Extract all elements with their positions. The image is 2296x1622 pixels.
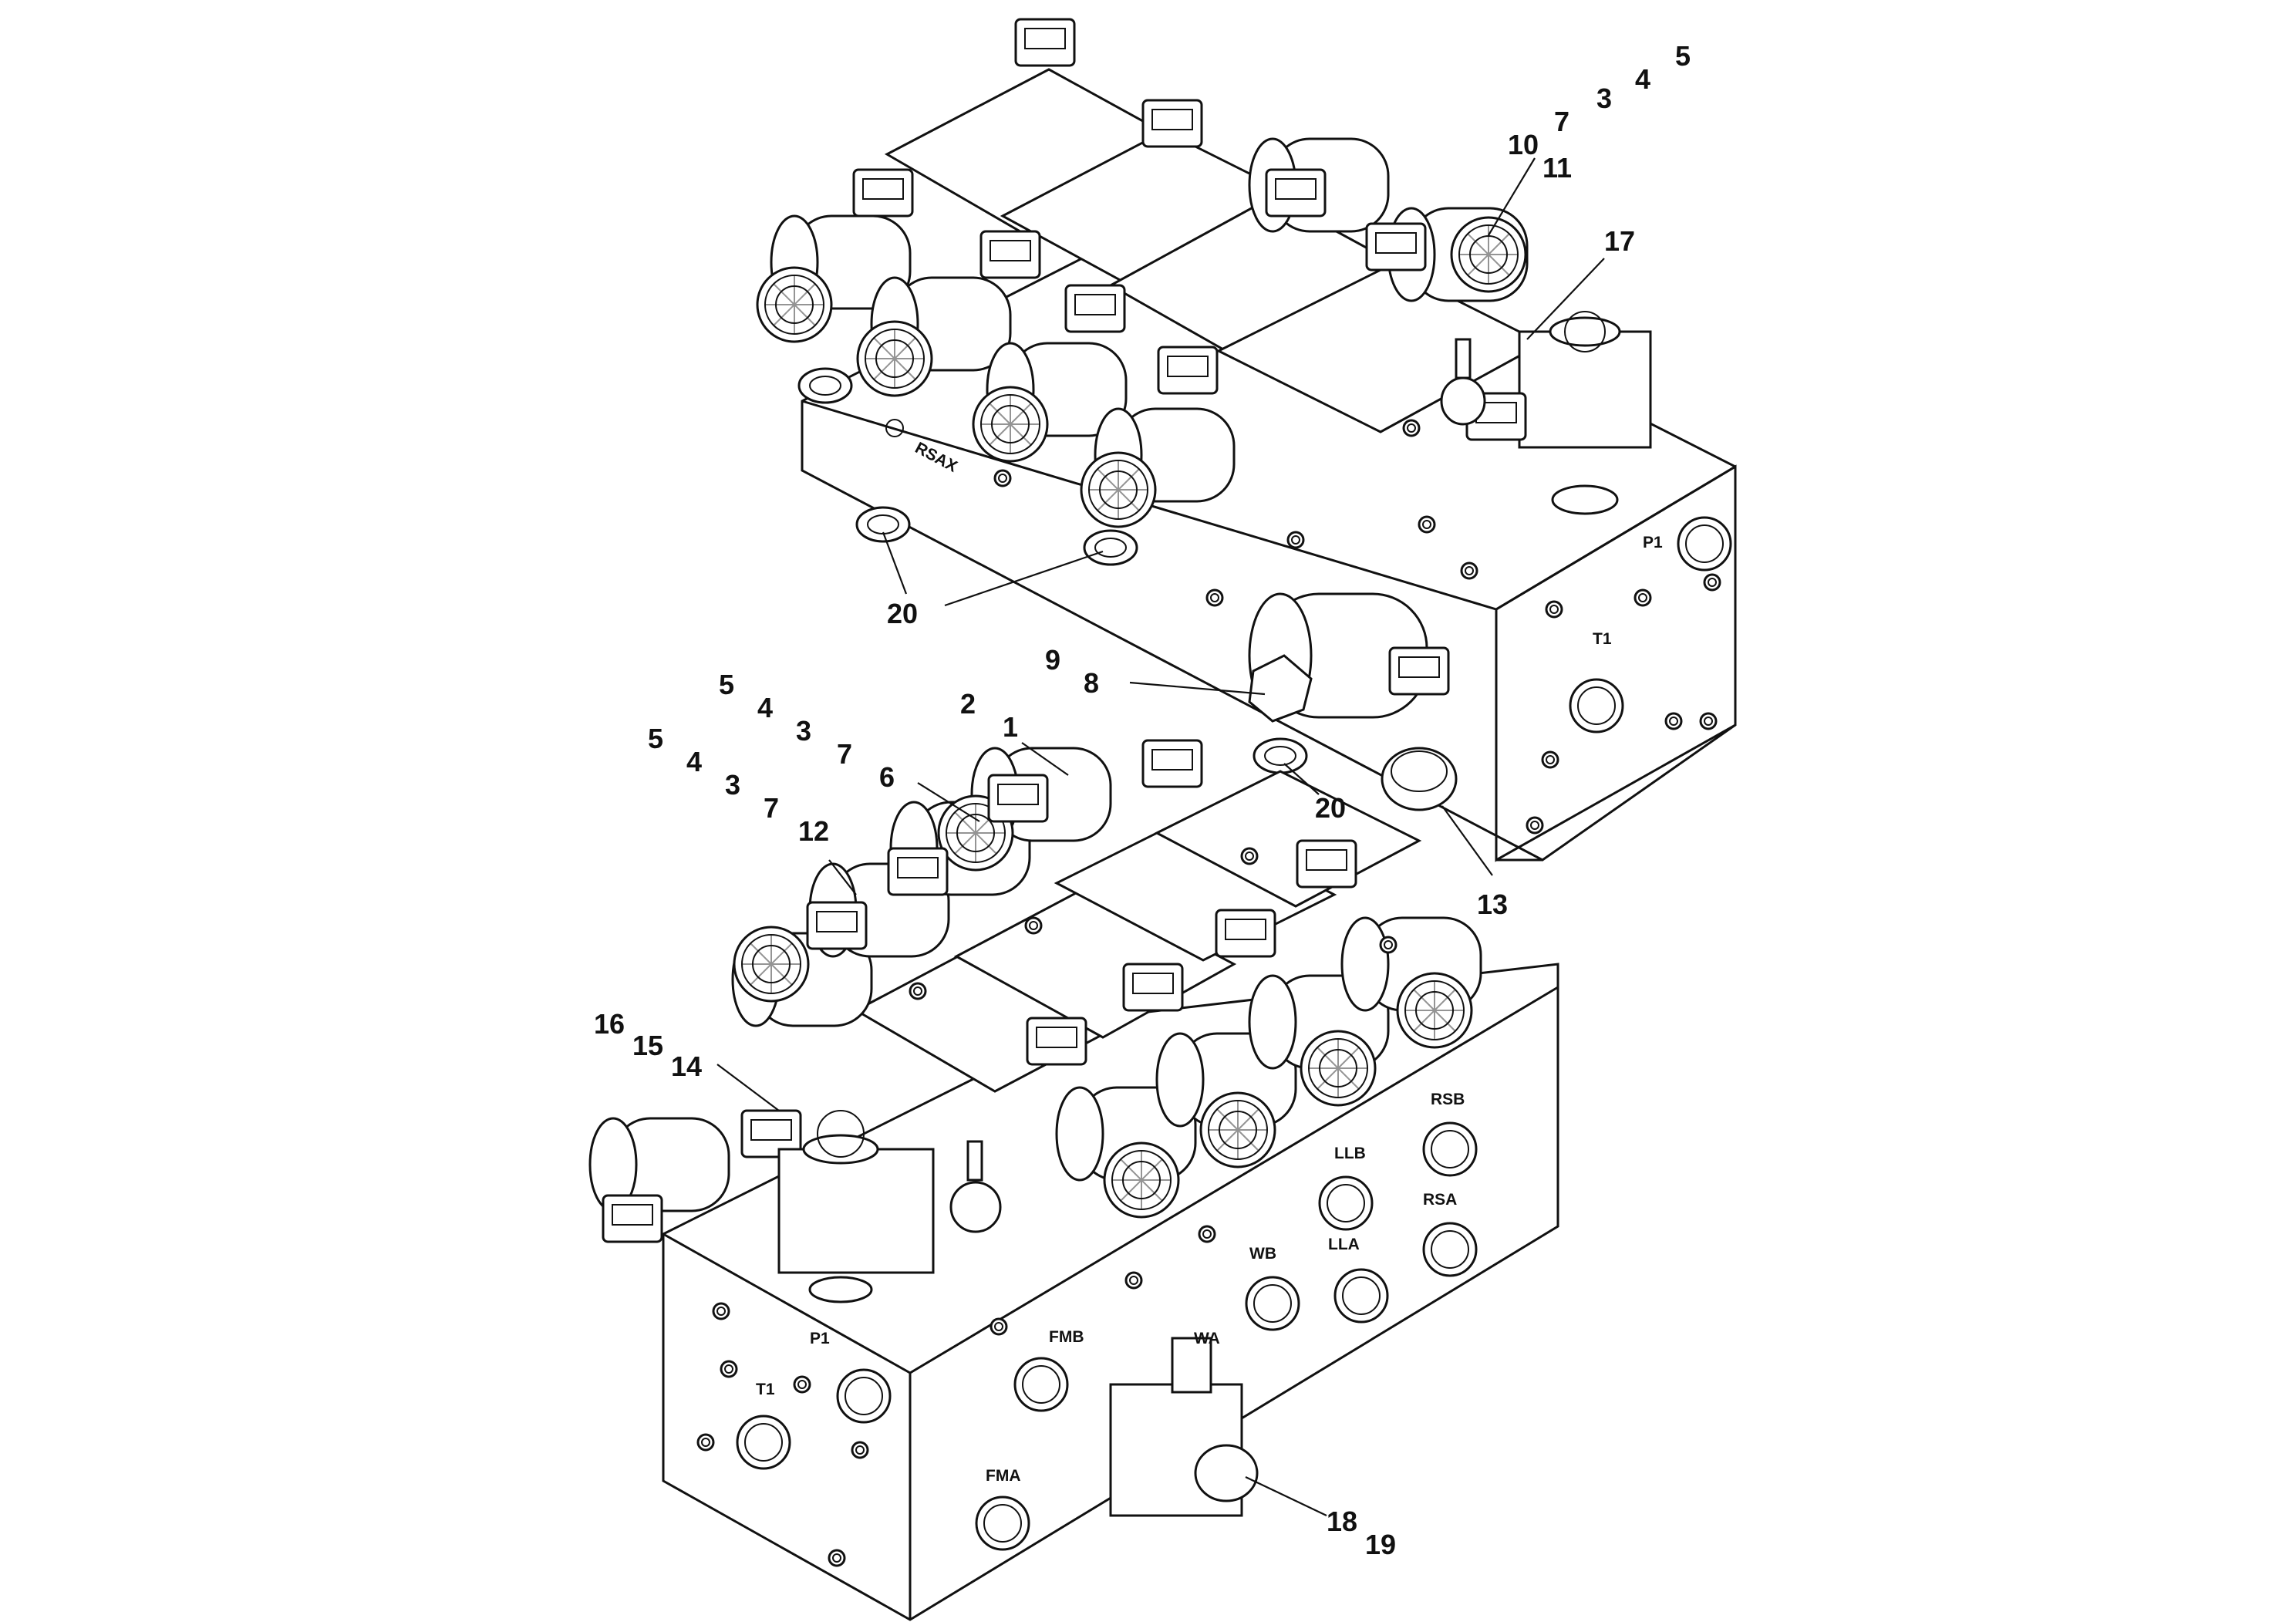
lower-port-rsb <box>1422 1121 1478 1177</box>
upper-cap-20b <box>1083 529 1138 566</box>
upper-knob-3 <box>972 386 1049 463</box>
upper-cap-20a <box>855 506 911 543</box>
lower-port-label-wa: WA <box>1194 1330 1220 1347</box>
lower-port-fma <box>975 1496 1030 1551</box>
lower-plug-19 <box>1194 1444 1259 1502</box>
callout-bot-18: 18 <box>1327 1506 1357 1537</box>
lower-port-label-wb: WB <box>1249 1245 1276 1263</box>
callout-mid-5a: 5 <box>719 669 734 700</box>
lower-port-wb <box>1245 1276 1300 1331</box>
callout-top-20a: 20 <box>887 598 918 629</box>
upper-knob-5 <box>1450 216 1527 293</box>
upper-port-p1 <box>1677 516 1732 572</box>
callout-bot-15: 15 <box>632 1030 663 1061</box>
lower-port-llb <box>1318 1175 1374 1231</box>
lower-port-label-t1: T1 <box>756 1381 775 1398</box>
lower-port-label-rsb: RSB <box>1431 1091 1465 1108</box>
lower-port-label-lla: LLA <box>1328 1236 1360 1253</box>
callout-top-8: 8 <box>1084 667 1099 699</box>
callout-top-13: 13 <box>1477 889 1508 920</box>
callout-top-17: 17 <box>1604 225 1635 257</box>
callout-top-11: 11 <box>1542 152 1572 184</box>
upper-knob-2 <box>856 320 933 397</box>
callout-bot-16: 16 <box>594 1008 625 1040</box>
callout-mid-1: 1 <box>1003 711 1018 743</box>
lower-port-lla <box>1333 1268 1389 1324</box>
lower-knob-2 <box>1199 1091 1276 1168</box>
lower-solenoid-14 <box>777 1148 935 1274</box>
callout-mid-7a: 7 <box>837 738 852 770</box>
callout-mid-2: 2 <box>960 688 976 720</box>
upper-knob-1 <box>756 266 833 343</box>
upper-port-t1 <box>1569 678 1624 733</box>
lower-knob-1 <box>1103 1141 1180 1219</box>
callout-mid-7b: 7 <box>764 792 779 824</box>
upper-port-label-p1: P1 <box>1643 534 1663 551</box>
callout-bot-19: 19 <box>1365 1529 1396 1560</box>
lower-knob-4 <box>1396 972 1473 1049</box>
lower-port-fmb <box>1013 1357 1069 1412</box>
upper-knob-4 <box>1080 451 1157 528</box>
lower-knob-3 <box>1300 1030 1377 1107</box>
lower-port-label-llb: LLB <box>1334 1145 1366 1162</box>
lower-port-p1 <box>836 1368 892 1424</box>
callout-mid-6: 6 <box>879 761 895 793</box>
callout-mid-3a: 3 <box>796 715 811 747</box>
callout-mid-3b: 3 <box>725 769 740 801</box>
upper-manifold-assembly: RSAX P1 T1 <box>756 18 1737 862</box>
callout-mid-4b: 4 <box>686 746 702 777</box>
lower-port-label-fmb: FMB <box>1049 1328 1084 1346</box>
callout-top-10: 10 <box>1508 129 1539 160</box>
callout-top-4: 4 <box>1635 63 1650 95</box>
leader-lines <box>716 157 1605 1516</box>
callout-top-5: 5 <box>1675 40 1691 72</box>
callout-mid-5b: 5 <box>648 723 663 754</box>
upper-port-label-t1: T1 <box>1593 630 1612 648</box>
lower-manifold-body <box>662 963 1559 1621</box>
callout-top-9: 9 <box>1045 644 1060 676</box>
lower-port-t1 <box>736 1415 791 1470</box>
callout-top-3: 3 <box>1596 83 1612 114</box>
callout-mid-4a: 4 <box>757 692 773 723</box>
callout-top-20b: 20 <box>1315 792 1346 824</box>
upper-plug-13 <box>1381 747 1458 811</box>
callout-bot-14: 14 <box>671 1050 702 1082</box>
callout-top-7: 7 <box>1554 106 1569 137</box>
lower-port-rsa <box>1422 1222 1478 1277</box>
lower-port-label-p1: P1 <box>810 1330 830 1347</box>
upper-solenoid-17 <box>1518 330 1652 449</box>
lower-port-label-fma: FMA <box>986 1467 1021 1485</box>
lower-manifold-assembly: P1 T1 FMB FMA WA WB LLA LLB RSA RSB <box>588 739 1559 1621</box>
lower-port-label-rsa: RSA <box>1423 1191 1457 1209</box>
callout-numbers: 5 4 3 7 10 11 17 20 9 8 20 13 5 4 3 2 1 … <box>594 40 1691 1560</box>
callout-mid-12: 12 <box>798 815 829 847</box>
